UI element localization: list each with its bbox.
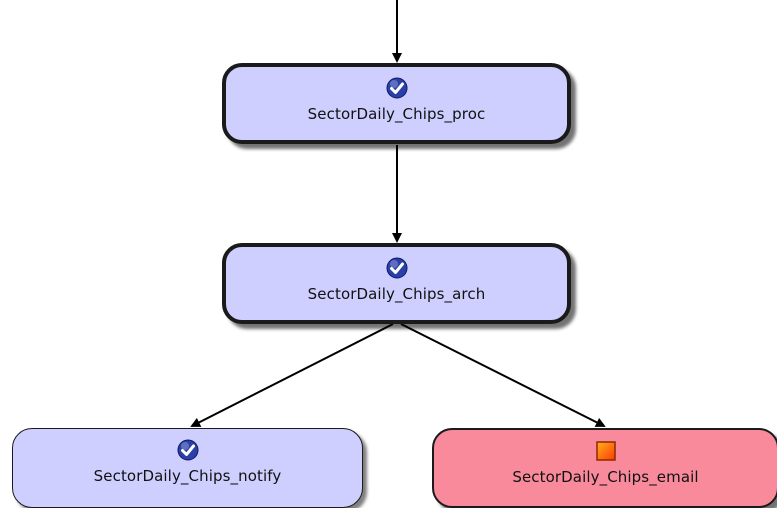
failed-square-icon [595,441,616,461]
job-node-proc[interactable]: SectorDaily_Chips_proc [222,63,571,144]
job-node-label: SectorDaily_Chips_notify [93,467,282,485]
job-node-email[interactable]: SectorDaily_Chips_email [432,428,777,508]
check-circle-icon [177,439,198,461]
job-node-arch[interactable]: SectorDaily_Chips_arch [222,243,571,324]
job-node-label: SectorDaily_Chips_proc [307,105,486,123]
edge-arch-to-notify [190,323,394,427]
check-circle-icon [386,257,407,279]
job-node-label: SectorDaily_Chips_arch [307,285,486,303]
job-node-label: SectorDaily_Chips_email [512,468,699,486]
edge-arch-to-email [400,323,606,427]
job-node-notify[interactable]: SectorDaily_Chips_notify [12,428,363,508]
check-circle-icon [386,77,407,99]
